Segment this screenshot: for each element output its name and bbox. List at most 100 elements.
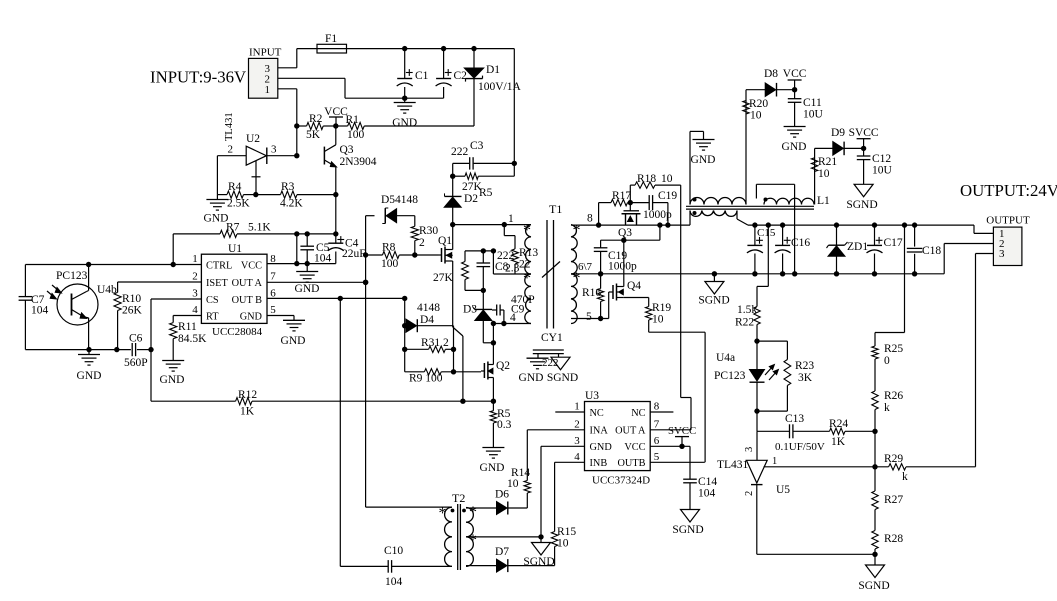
svg-text:OUTPUT:24V: OUTPUT:24V [960, 181, 1057, 200]
svg-text:6\7: 6\7 [578, 261, 593, 273]
svg-text:C9: C9 [511, 304, 525, 316]
svg-text:1: 1 [999, 228, 1005, 240]
svg-text:GND: GND [782, 141, 807, 153]
svg-text:100V/1A: 100V/1A [478, 81, 522, 93]
svg-text:OUT A: OUT A [232, 278, 263, 289]
svg-text:4: 4 [192, 304, 198, 316]
svg-text:R24: R24 [829, 418, 848, 430]
svg-text:C4: C4 [345, 238, 359, 250]
svg-text:10U: 10U [803, 109, 824, 121]
svg-text:GND: GND [590, 442, 613, 453]
svg-text:222: 222 [542, 357, 559, 369]
svg-text:10: 10 [557, 538, 569, 550]
svg-text:1K: 1K [831, 436, 846, 448]
svg-text:R15: R15 [557, 526, 576, 538]
svg-text:R30: R30 [419, 225, 438, 237]
svg-text:5: 5 [586, 311, 592, 323]
svg-text:3K: 3K [798, 372, 813, 384]
svg-text:C6: C6 [129, 333, 143, 345]
svg-text:SGND: SGND [547, 372, 578, 384]
svg-text:3: 3 [271, 144, 277, 156]
svg-text:8: 8 [654, 401, 660, 413]
svg-text:0.1UF/50V: 0.1UF/50V [775, 441, 825, 453]
svg-text:UCC37324D: UCC37324D [592, 475, 650, 487]
svg-text:R27: R27 [884, 494, 903, 506]
svg-text:C7: C7 [31, 294, 45, 306]
svg-text:4148: 4148 [417, 302, 440, 314]
svg-text:U5: U5 [776, 484, 790, 496]
svg-text:OUT B: OUT B [232, 295, 263, 306]
svg-text:R11: R11 [178, 321, 197, 333]
svg-text:GND: GND [204, 213, 229, 225]
svg-text:2: 2 [228, 144, 234, 156]
svg-text:7: 7 [270, 271, 276, 283]
svg-text:D54148: D54148 [381, 194, 418, 206]
svg-text:R12: R12 [238, 389, 257, 401]
svg-text:R9 100: R9 100 [409, 373, 443, 385]
svg-text:C1: C1 [415, 70, 429, 82]
svg-text:*: * [573, 222, 581, 239]
svg-text:VCC: VCC [624, 442, 645, 453]
svg-text:NC: NC [590, 408, 604, 419]
svg-text:C15: C15 [757, 227, 776, 239]
svg-text:27K: 27K [462, 181, 483, 193]
svg-text:INB: INB [590, 458, 608, 469]
svg-text:3: 3 [744, 447, 755, 452]
svg-text:1K: 1K [240, 406, 255, 418]
svg-text:R16: R16 [582, 287, 601, 299]
svg-text:GND: GND [295, 283, 320, 295]
svg-text:26K: 26K [122, 305, 143, 317]
svg-text:D6: D6 [495, 489, 509, 501]
svg-text:*: * [469, 532, 477, 549]
svg-text:C19: C19 [608, 250, 627, 262]
svg-text:R3: R3 [281, 181, 295, 193]
svg-text:2: 2 [443, 337, 449, 349]
svg-text:C13: C13 [785, 413, 804, 425]
svg-text:INPUT: INPUT [249, 47, 282, 59]
svg-text:R31: R31 [421, 337, 440, 349]
svg-text:C11: C11 [803, 97, 822, 109]
svg-text:D4: D4 [420, 314, 434, 326]
svg-text:2: 2 [744, 491, 755, 496]
svg-text:R21: R21 [818, 156, 837, 168]
svg-text:7: 7 [654, 418, 660, 430]
svg-text:100: 100 [347, 129, 365, 141]
svg-text:C12: C12 [872, 153, 891, 165]
svg-text:1: 1 [508, 213, 514, 225]
svg-text:C19: C19 [658, 190, 677, 202]
svg-text:U3: U3 [585, 390, 599, 402]
svg-text:5.1K: 5.1K [248, 222, 271, 234]
svg-text:2: 2 [265, 73, 271, 85]
svg-text:GND: GND [160, 374, 185, 386]
svg-text:3: 3 [192, 288, 198, 300]
svg-text:SGND: SGND [523, 556, 554, 568]
svg-text:k: k [884, 402, 890, 414]
svg-text:*: * [523, 222, 531, 239]
svg-text:222: 222 [497, 250, 515, 262]
svg-text:F1: F1 [325, 33, 337, 45]
svg-text:5: 5 [654, 451, 660, 463]
svg-text:R2: R2 [309, 113, 323, 125]
svg-text:CS: CS [206, 295, 219, 306]
svg-text:R5: R5 [497, 408, 511, 420]
svg-text:D7: D7 [495, 546, 509, 558]
svg-text:CY1: CY1 [541, 332, 563, 344]
svg-text:470P: 470P [511, 294, 535, 306]
svg-text:R23: R23 [795, 360, 814, 372]
svg-text:4: 4 [574, 451, 580, 463]
svg-text:6: 6 [270, 288, 276, 300]
svg-text:1.5k: 1.5k [737, 304, 757, 316]
svg-text:VCC: VCC [783, 68, 807, 80]
svg-text:27K: 27K [433, 272, 454, 284]
svg-text:0.3: 0.3 [497, 419, 512, 431]
svg-text:D3: D3 [463, 304, 477, 316]
svg-text:1000p: 1000p [608, 261, 637, 273]
svg-text:GND: GND [519, 372, 544, 384]
svg-text:1000p: 1000p [643, 209, 672, 221]
svg-text:SGND: SGND [672, 524, 703, 536]
svg-text:Q3: Q3 [340, 144, 354, 156]
svg-text:INPUT:9-36V: INPUT:9-36V [150, 68, 246, 87]
svg-text:104: 104 [314, 253, 332, 265]
svg-text:R17: R17 [612, 190, 631, 202]
svg-text:SVCC: SVCC [668, 425, 696, 437]
